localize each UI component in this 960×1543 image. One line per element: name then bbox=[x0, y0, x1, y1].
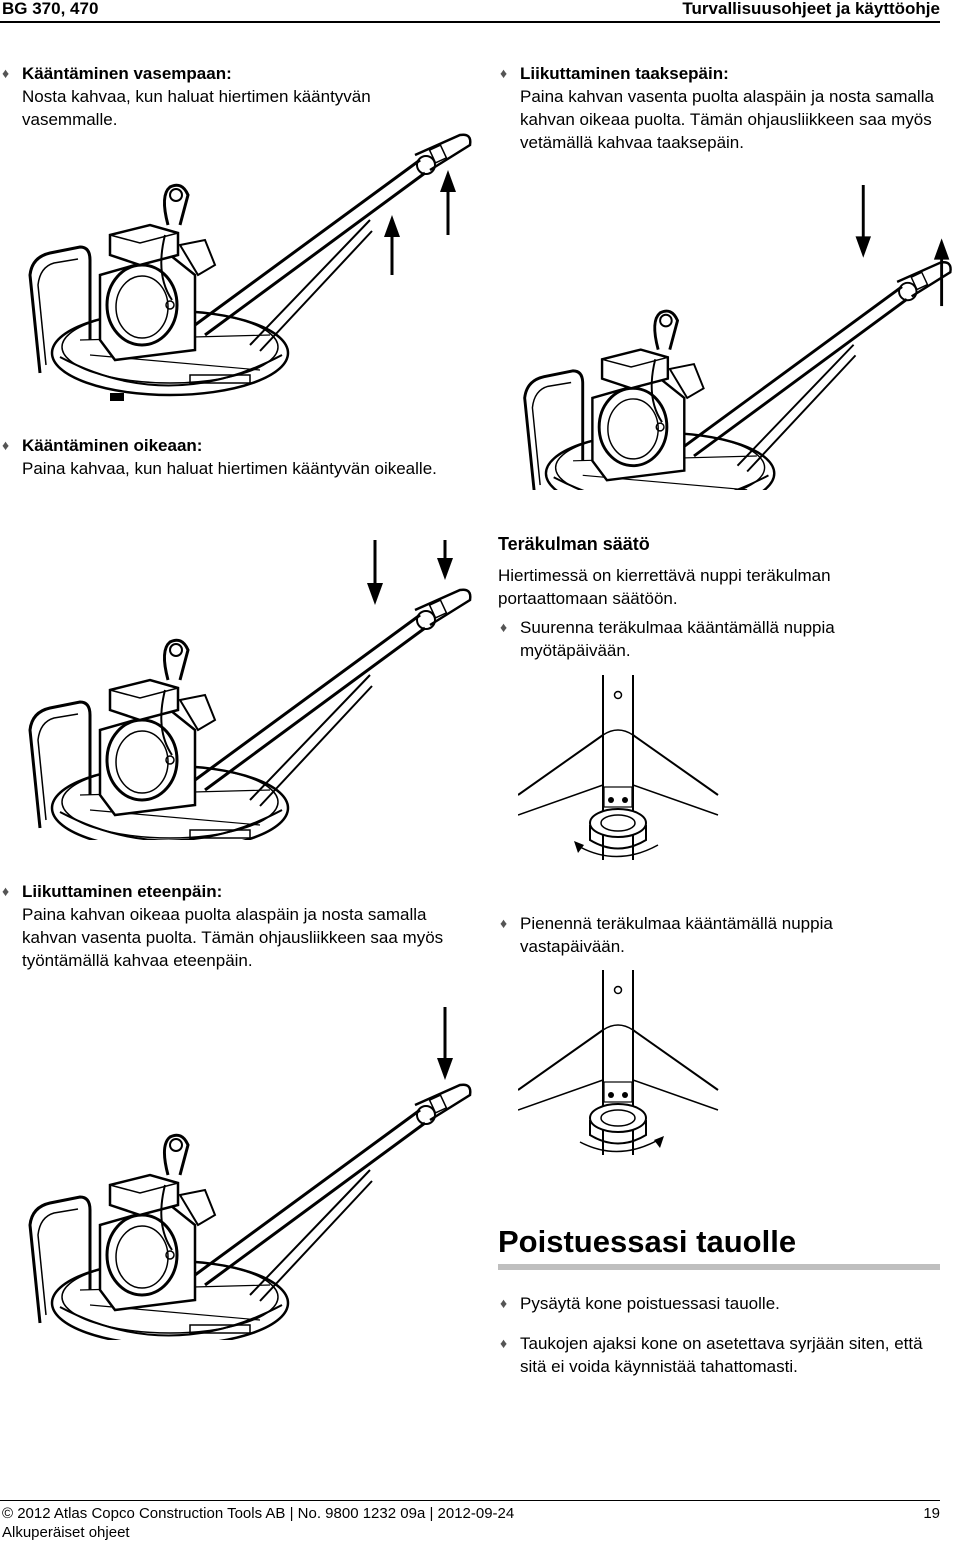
bullet-icon: ♦ bbox=[500, 1295, 508, 1311]
down-arrow-icon bbox=[367, 540, 383, 605]
footer-note: Alkuperäiset ohjeet bbox=[2, 1524, 130, 1541]
turn-left-block: Kääntäminen vasempaan: Nosta kahvaa, kun… bbox=[22, 62, 442, 131]
turn-right-block: Kääntäminen oikeaan: Paina kahvaa, kun h… bbox=[22, 434, 442, 480]
blade-knob-clockwise-illustration bbox=[518, 675, 719, 861]
turn-left-text: Nosta kahvaa, kun haluat hiertimen käänt… bbox=[22, 87, 371, 129]
counterclockwise-arrow-icon bbox=[579, 1136, 664, 1153]
break-item-1: Pysäytä kone poistuessasi tauolle. bbox=[520, 1294, 780, 1313]
backward-block: Liikuttaminen taaksepäin: Paina kahvan v… bbox=[520, 62, 940, 154]
turn-left-title: Kääntäminen vasempaan: bbox=[22, 64, 232, 83]
footer-rule bbox=[0, 1500, 940, 1501]
trowel-forward-illustration bbox=[28, 1007, 472, 1340]
bullet-icon: ♦ bbox=[2, 437, 10, 453]
down-arrow-icon bbox=[855, 185, 871, 258]
bullet-icon: ♦ bbox=[500, 1335, 508, 1351]
down-arrow-icon bbox=[437, 1007, 453, 1080]
blade-angle-increase: Suurenna teräkulmaa kääntämällä nuppia m… bbox=[520, 618, 835, 660]
bullet-icon: ♦ bbox=[500, 915, 508, 931]
trowel-backward-illustration bbox=[523, 185, 953, 490]
header-model: BG 370, 470 bbox=[2, 0, 99, 18]
forward-title: Liikuttaminen eteenpäin: bbox=[22, 882, 223, 901]
blade-angle-intro: Hiertimessä on kierrettävä nuppi teräkul… bbox=[498, 566, 831, 608]
heading-rule bbox=[498, 1264, 940, 1270]
forward-text: Paina kahvan oikeaa puolta alaspäin ja n… bbox=[22, 905, 444, 970]
blade-knob-counterclockwise-illustration bbox=[518, 970, 719, 1156]
page-header bbox=[0, 0, 960, 22]
bullet-icon: ♦ bbox=[2, 65, 10, 81]
clockwise-arrow-icon bbox=[574, 841, 659, 858]
bullet-icon: ♦ bbox=[500, 65, 508, 81]
forward-block: Liikuttaminen eteenpäin: Paina kahvan oi… bbox=[22, 880, 452, 972]
section-heading: Poistuessasi tauolle bbox=[498, 1224, 797, 1259]
bullet-icon: ♦ bbox=[2, 883, 10, 899]
break-item-2: Taukojen ajaksi kone on asetettava syrjä… bbox=[520, 1334, 923, 1376]
turn-right-title: Kääntäminen oikeaan: bbox=[22, 436, 203, 455]
bullet-icon: ♦ bbox=[500, 619, 508, 635]
backward-title: Liikuttaminen taaksepäin: bbox=[520, 64, 729, 83]
blade-angle-decrease: Pienennä teräkulmaa kääntämällä nuppia v… bbox=[520, 914, 833, 956]
header-rule bbox=[0, 21, 940, 23]
trowel-turn-right-illustration bbox=[28, 540, 472, 840]
trowel-turn-left-illustration bbox=[28, 133, 472, 403]
up-arrow-icon bbox=[384, 215, 400, 275]
turn-right-text: Paina kahvaa, kun haluat hiertimen käänt… bbox=[22, 459, 437, 478]
up-arrow-icon bbox=[933, 238, 950, 307]
footer-page-number: 19 bbox=[923, 1505, 940, 1522]
blade-angle-title: Teräkulman säätö bbox=[498, 534, 650, 554]
backward-text: Paina kahvan vasenta puolta alaspäin ja … bbox=[520, 87, 934, 152]
up-arrow-icon bbox=[440, 170, 456, 235]
down-arrow-icon bbox=[437, 540, 453, 580]
header-section: Turvallisuusohjeet ja käyttöohje bbox=[682, 0, 940, 18]
footer-copyright: © 2012 Atlas Copco Construction Tools AB… bbox=[2, 1505, 515, 1522]
